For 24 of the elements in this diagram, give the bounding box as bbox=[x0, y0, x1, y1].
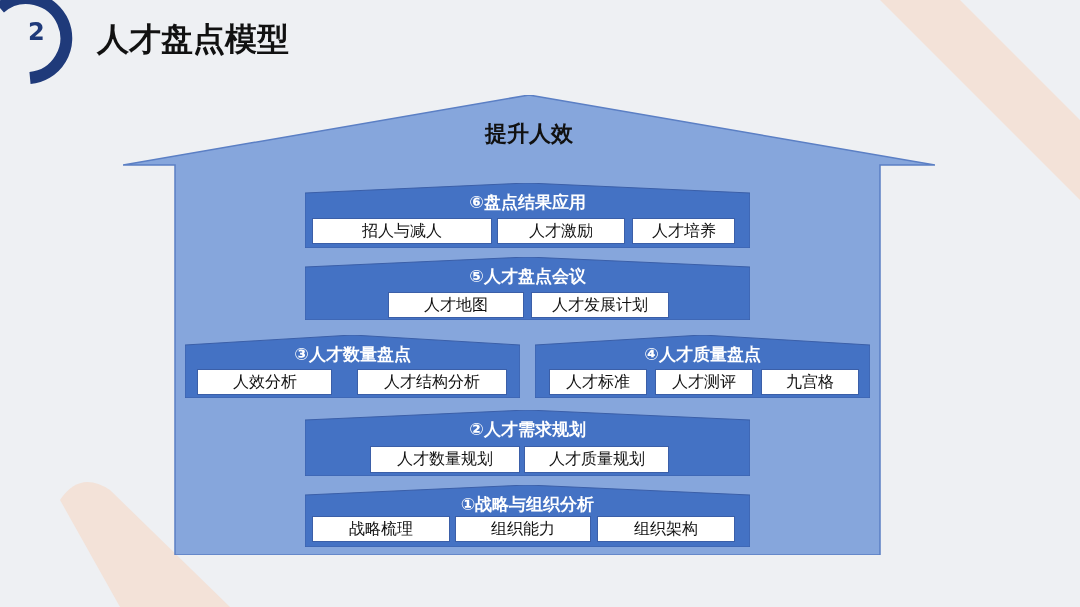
item-box: 人才发展计划 bbox=[531, 292, 669, 318]
item-box: 人才标准 bbox=[549, 369, 647, 395]
item-box: 战略梳理 bbox=[312, 516, 450, 542]
item-box: 人才激励 bbox=[497, 218, 625, 244]
section-heading: ⑥盘点结果应用 bbox=[468, 191, 587, 214]
slide-number: 2 bbox=[28, 18, 45, 46]
slide-title: 人才盘点模型 bbox=[97, 19, 289, 60]
item-box: 人才数量规划 bbox=[370, 446, 520, 473]
item-box: 人效分析 bbox=[197, 369, 332, 395]
item-box: 招人与减人 bbox=[312, 218, 492, 244]
item-box: 人才地图 bbox=[388, 292, 524, 318]
section-heading: ③人才数量盘点 bbox=[293, 343, 412, 366]
item-box: 人才质量规划 bbox=[524, 446, 669, 473]
item-box: 九宫格 bbox=[761, 369, 859, 395]
item-box: 人才测评 bbox=[655, 369, 753, 395]
section-heading: ②人才需求规划 bbox=[468, 418, 587, 441]
item-box: 组织架构 bbox=[597, 516, 735, 542]
item-box: 人才培养 bbox=[632, 218, 735, 244]
item-box: 组织能力 bbox=[455, 516, 591, 542]
section-heading: ⑤人才盘点会议 bbox=[468, 265, 587, 288]
item-box: 人才结构分析 bbox=[357, 369, 507, 395]
roof-label: 提升人效 bbox=[483, 120, 574, 148]
section-heading: ④人才质量盘点 bbox=[643, 343, 762, 366]
section-heading: ①战略与组织分析 bbox=[459, 493, 596, 516]
